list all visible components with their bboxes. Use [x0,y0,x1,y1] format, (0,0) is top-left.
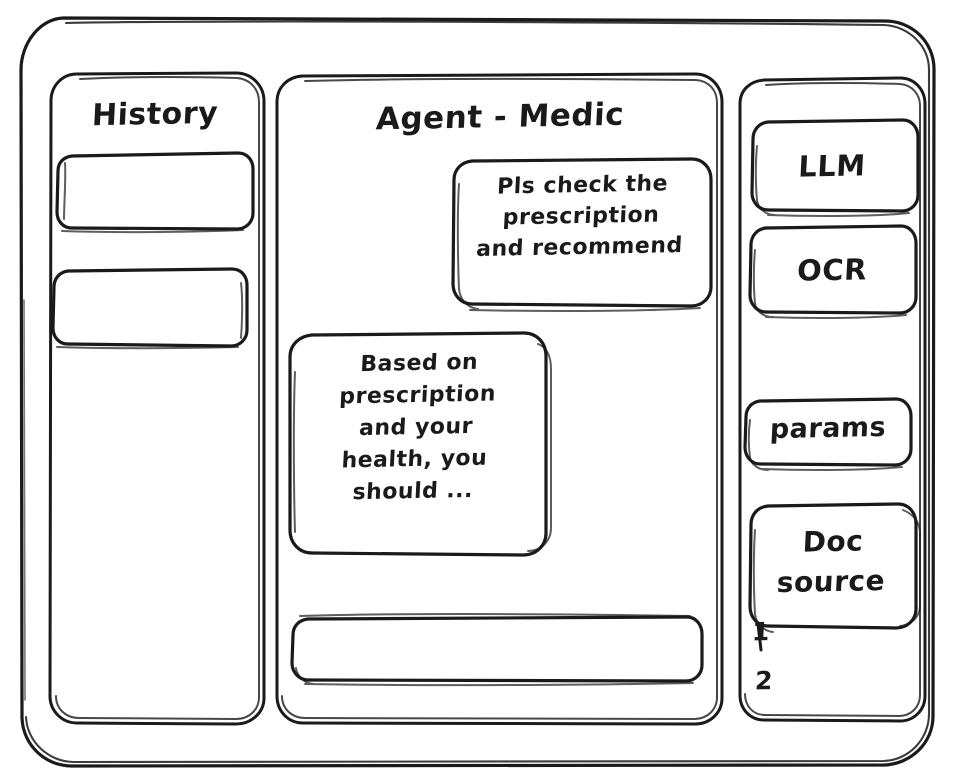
composer-input-frame[interactable] [290,613,704,687]
agent-message-text: Based on prescription and your health, y… [338,349,497,506]
tools-panel-frame [738,76,927,723]
tool-llm-frame[interactable] [750,118,920,218]
doc-source-label[interactable]: Doc source [776,524,886,599]
user-message-bubble-frame [451,157,713,313]
doc-source-list-marks [756,622,763,652]
history-panel-frame [48,71,266,726]
history-item-1-frame[interactable] [55,151,255,234]
history-panel-title: History [91,95,219,134]
tool-params-frame[interactable] [743,397,913,472]
tool-ocr-label[interactable]: OCR [796,252,868,288]
tool-llm-label[interactable]: LLM [797,148,867,184]
doc-source-frame[interactable] [748,502,921,633]
doc-source-item-2[interactable]: 2 [754,666,774,696]
app-window-frame [19,16,936,768]
tool-params-label[interactable]: params [769,411,887,446]
user-message-text: Pls check the prescription and recommend [475,171,684,263]
doc-source-item-1[interactable]: 1 [751,617,771,647]
tool-ocr-frame[interactable] [748,224,918,320]
agent-message-bubble-frame [288,331,552,557]
agent-panel-frame [275,72,724,726]
history-item-2-frame[interactable] [51,267,249,350]
agent-panel-title: Agent - Medic [375,96,625,138]
